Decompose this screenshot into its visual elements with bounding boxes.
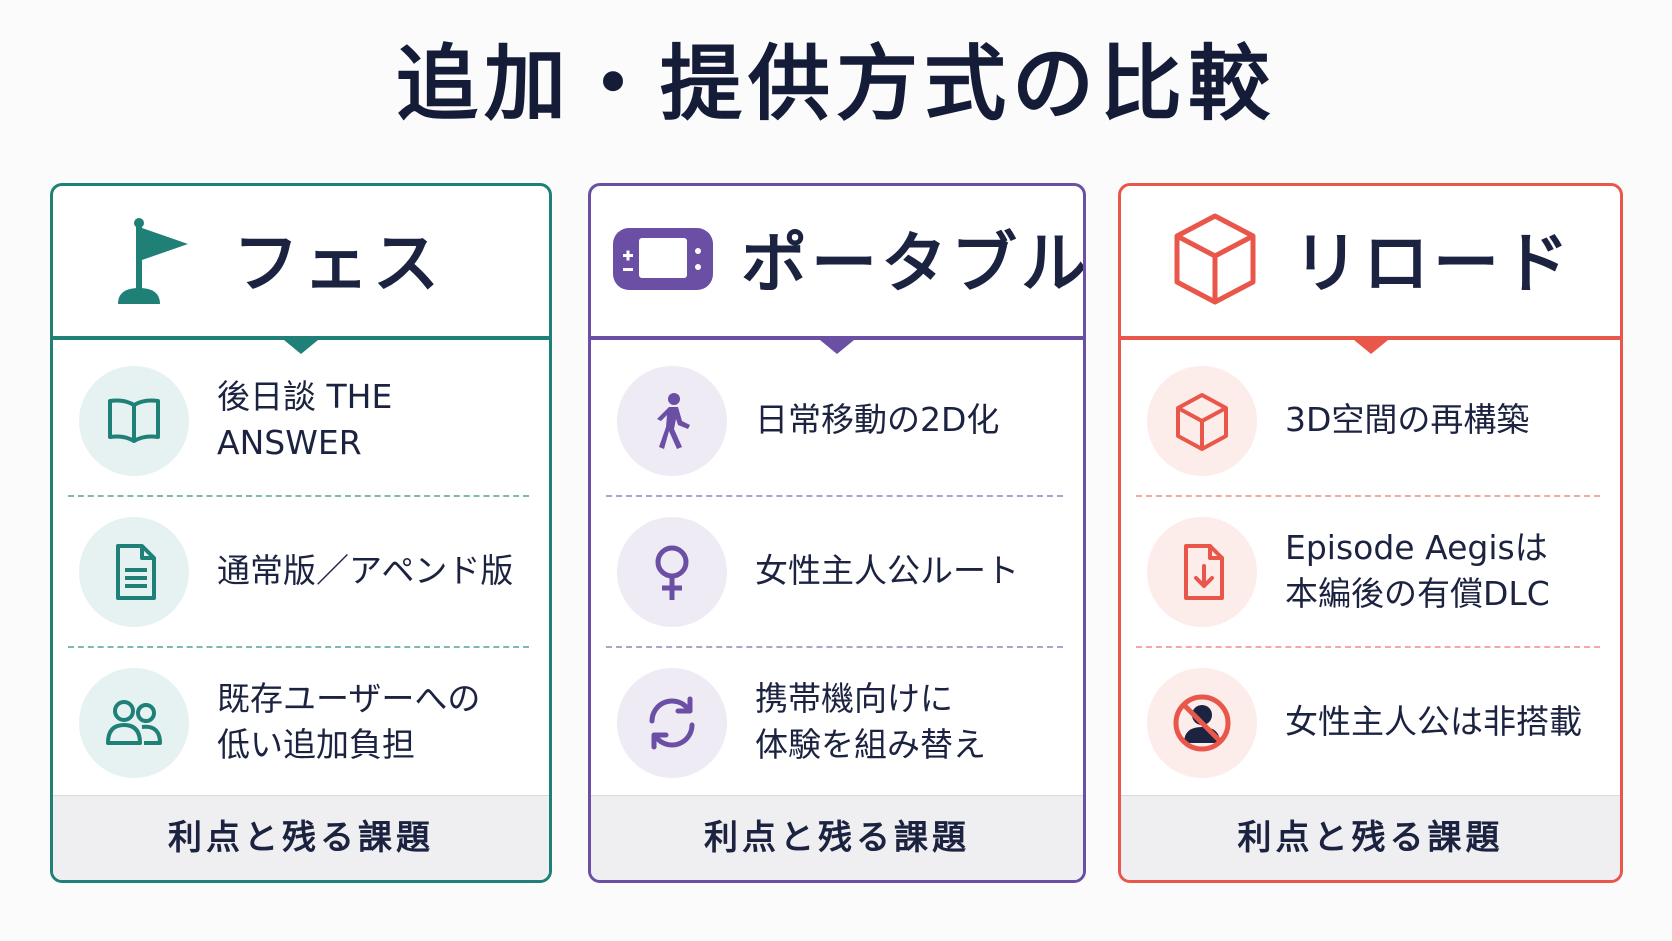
list-item: 3D空間の再構築 bbox=[1121, 344, 1620, 495]
page-title: 追加・提供方式の比較 bbox=[395, 37, 1276, 132]
list-item: Episode Aegisは 本編後の有償DLC bbox=[1121, 495, 1620, 646]
cube-icon bbox=[1173, 212, 1257, 310]
handheld-console-icon bbox=[611, 224, 715, 298]
card-fes: フェス 後日談 THE ANSWER 通常版／アペンド版 bbox=[50, 183, 552, 883]
card-title: リロード bbox=[1293, 225, 1573, 302]
card-footer: 利点と残る課題 bbox=[53, 795, 549, 880]
card-footer: 利点と残る課題 bbox=[591, 795, 1083, 880]
list-item: 後日談 THE ANSWER bbox=[53, 344, 549, 495]
list-item: 女性主人公は非搭載 bbox=[1121, 646, 1620, 797]
card-reload: リロード 3D空間の再構築 bbox=[1118, 183, 1623, 883]
list-item: 日常移動の2D化 bbox=[591, 344, 1083, 495]
card-footer: 利点と残る課題 bbox=[1121, 795, 1620, 880]
list-item: 既存ユーザーへの 低い追加負担 bbox=[53, 646, 549, 797]
card-header: ポータブル bbox=[591, 186, 1083, 338]
card-title: フェス bbox=[233, 225, 443, 302]
list-item: 携帯機向けに 体験を組み替え bbox=[591, 646, 1083, 797]
card-portable: ポータブル 日常移動の2D化 女性主人公ルート bbox=[588, 183, 1086, 883]
card-title: ポータブル bbox=[741, 225, 1086, 302]
flag-icon bbox=[108, 216, 198, 310]
card-header: リロード bbox=[1121, 186, 1620, 338]
list-item: 女性主人公ルート bbox=[591, 495, 1083, 646]
card-header: フェス bbox=[53, 186, 549, 338]
list-item: 通常版／アペンド版 bbox=[53, 495, 549, 646]
